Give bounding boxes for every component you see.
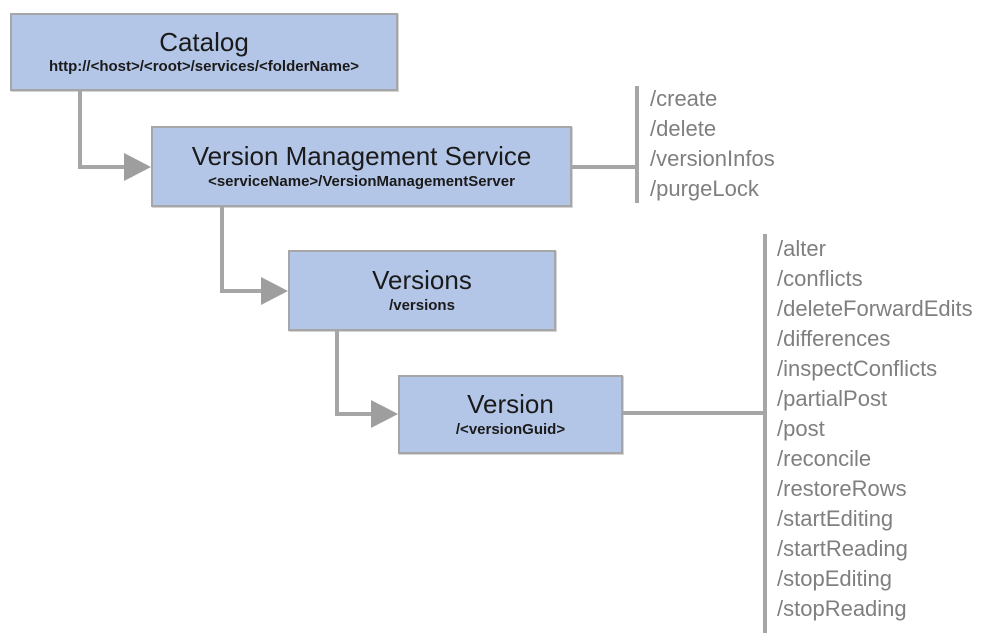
endpoint-item: /stopReading xyxy=(777,596,907,621)
endpoint-item: /startEditing xyxy=(777,506,894,531)
vms-endpoints-bracket xyxy=(635,86,639,203)
node-versions: Versions /versions xyxy=(288,250,556,331)
endpoint-list-vms: /create/delete/versionInfos/purgeLock xyxy=(650,84,775,204)
endpoint-item: /versionInfos xyxy=(650,146,775,171)
endpoint-item: /post xyxy=(777,416,825,441)
endpoint-item: /startReading xyxy=(777,536,908,561)
connector-versions-version-vertical xyxy=(335,329,339,416)
endpoint-list-version: /alter/conflicts/deleteForwardEdits/diff… xyxy=(777,234,973,624)
endpoint-item: /purgeLock xyxy=(650,176,759,201)
arrow-right-icon xyxy=(261,277,288,305)
endpoint-item: /differences xyxy=(777,326,891,351)
connector-catalog-vms-horizontal xyxy=(78,165,126,169)
node-version-management-service: Version Management Service <serviceName>… xyxy=(151,126,572,207)
endpoint-item: /create xyxy=(650,86,718,111)
arrow-right-icon xyxy=(371,400,398,428)
arrow-right-icon xyxy=(124,153,151,181)
node-version-url: /<versionGuid> xyxy=(455,420,566,438)
connector-version-endpoints xyxy=(622,411,765,415)
endpoint-item: /conflicts xyxy=(777,266,863,291)
node-version: Version /<versionGuid> xyxy=(398,375,623,454)
node-catalog: Catalog http://<host>/<root>/services/<f… xyxy=(10,13,398,91)
endpoint-item: /reconcile xyxy=(777,446,872,471)
endpoint-item: /partialPost xyxy=(777,386,888,411)
connector-vms-versions-horizontal xyxy=(220,289,263,293)
connector-vms-endpoints xyxy=(571,165,637,169)
node-versions-title: Versions xyxy=(372,265,472,296)
endpoint-item: /deleteForwardEdits xyxy=(777,296,973,321)
node-version-title: Version xyxy=(467,389,554,420)
endpoint-item: /delete xyxy=(650,116,717,141)
connector-catalog-vms-vertical xyxy=(78,91,82,169)
endpoint-item: /stopEditing xyxy=(777,566,892,591)
endpoint-item: /inspectConflicts xyxy=(777,356,938,381)
endpoint-item: /alter xyxy=(777,236,826,261)
node-catalog-url: http://<host>/<root>/services/<folderNam… xyxy=(48,58,360,76)
node-versions-url: /versions xyxy=(389,296,455,314)
connector-vms-versions-vertical xyxy=(220,205,224,293)
node-catalog-title: Catalog xyxy=(159,26,249,57)
version-endpoints-bracket xyxy=(763,234,767,633)
connector-versions-version-horizontal xyxy=(335,412,373,416)
node-vms-title: Version Management Service xyxy=(191,141,532,172)
endpoint-item: /restoreRows xyxy=(777,476,907,501)
node-vms-url: <serviceName>/VersionManagementServer xyxy=(208,172,515,190)
